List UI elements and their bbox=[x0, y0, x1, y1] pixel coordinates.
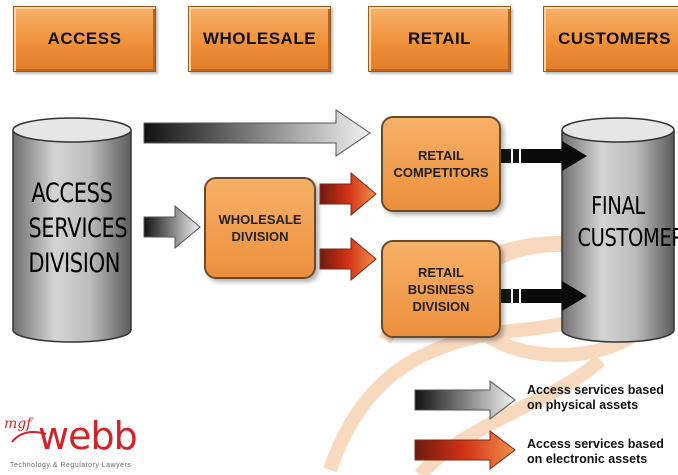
final-customers-cylinder bbox=[561, 117, 675, 343]
arrow-access-to-retail-competitors bbox=[143, 109, 371, 157]
logo-swoosh-icon bbox=[11, 431, 47, 443]
header-wholesale: WHOLESALE bbox=[188, 6, 331, 72]
mgf-webb-logo: mgf webb Technology & Regulatory Lawyers bbox=[4, 414, 164, 474]
logo-name: webb bbox=[38, 414, 138, 458]
logo-mark: mgf bbox=[4, 416, 32, 432]
arrow-access-to-wholesale bbox=[143, 204, 201, 250]
legend-physical-label: Access services based on physical assets bbox=[527, 383, 664, 412]
header-access: ACCESS bbox=[13, 6, 156, 72]
arrow-wholesale-to-retail-competitors bbox=[319, 171, 377, 217]
wholesale-division-box: WHOLESALE DIVISION bbox=[204, 177, 316, 279]
final-customers-label: FINAL CUSTOMERS bbox=[577, 191, 678, 252]
legend-physical-arrow bbox=[414, 379, 516, 421]
access-services-cylinder bbox=[12, 117, 132, 343]
access-services-division-label: ACCESS SERVICES DIVISION bbox=[28, 178, 128, 279]
logo-tagline: Technology & Regulatory Lawyers bbox=[10, 462, 132, 469]
arrow-retail-business-to-customers bbox=[501, 281, 587, 311]
header-retail: RETAIL bbox=[368, 6, 511, 72]
retail-business-division-box: RETAIL BUSINESS DIVISION bbox=[381, 240, 501, 338]
retail-competitors-box: RETAIL COMPETITORS bbox=[381, 116, 501, 212]
legend-electronic-label: Access services based on electronic asse… bbox=[527, 437, 664, 466]
header-customers: CUSTOMERS bbox=[543, 6, 678, 72]
arrow-retail-competitors-to-customers bbox=[501, 141, 587, 171]
arrow-wholesale-to-retail-business bbox=[319, 236, 377, 282]
legend-electronic-arrow bbox=[414, 429, 516, 471]
